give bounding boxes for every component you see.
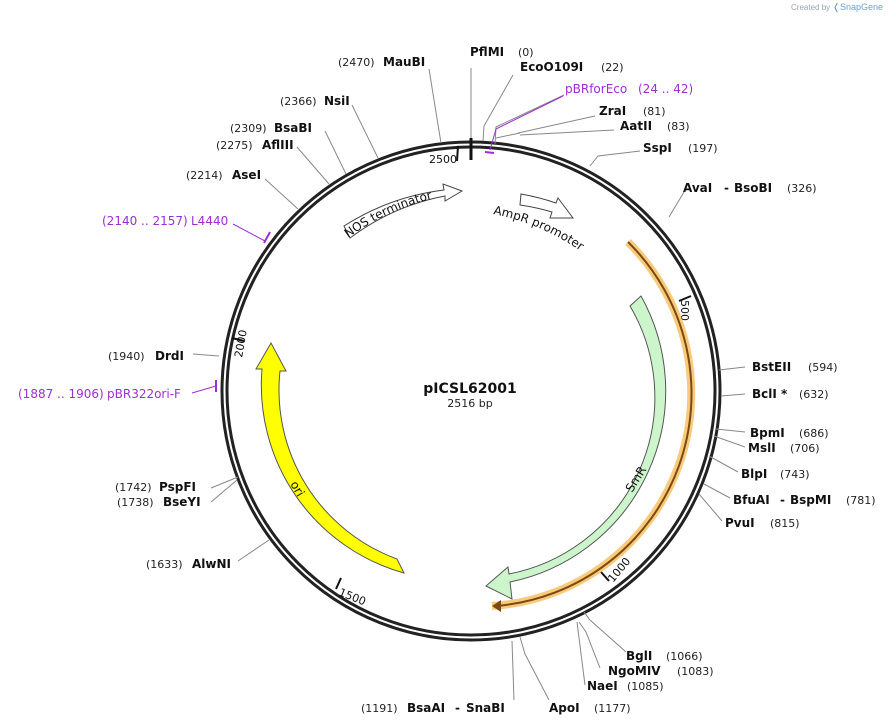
tick-1500 [335,577,342,590]
credit-text: Created by [791,3,831,12]
primer-pbrforeco[interactable]: pBRforEco [565,82,627,96]
enzyme-msli[interactable]: MslI [748,441,776,455]
snapgene-credit: Created by ❬SnapGene [791,2,883,13]
enzyme-bsaai-pos: (1191) [361,702,398,715]
credit-brand: SnapGene [839,2,883,12]
enzyme-bgli[interactable]: BglI [626,649,652,663]
primer-l4440-range: (2140 .. 2157) [102,214,188,228]
enzyme-afliii-pos: (2275) [216,139,253,152]
enzyme-bspmi[interactable]: BspMI [790,493,831,507]
enzyme-alwni[interactable]: AlwNI [192,557,231,571]
primer-l4440[interactable]: L4440 [191,214,228,228]
enzyme-pflmi[interactable]: PflMI [470,45,504,59]
enzyme-pflmi-pos: (0) [518,46,534,59]
enzyme-apoi[interactable]: ApoI [549,701,580,715]
enzyme-bfuai-pos: (781) [846,494,876,507]
enzyme-asei[interactable]: AseI [232,168,261,182]
feature-nos-terminator[interactable] [343,183,464,239]
enzyme-blpi-pos: (743) [780,468,810,481]
enzyme-ecoo109i[interactable]: EcoO109I [520,60,583,74]
enzyme-snabi[interactable]: SnaBI [466,701,505,715]
enzyme-nsii-pos: (2366) [280,95,317,108]
enzyme-avai-sep: - [724,181,729,195]
tick-500 [678,295,692,302]
enzyme-leaders [192,68,746,701]
enzyme-naei[interactable]: NaeI [587,679,618,693]
enzyme-bfuai-sep: - [780,493,785,507]
enzyme-bsobi[interactable]: BsoBI [734,181,772,195]
tick-label-2000: 2000 [232,329,250,359]
enzyme-pspfi-pos: (1742) [115,481,152,494]
enzyme-avai-pos: (326) [787,182,817,195]
enzyme-maubi[interactable]: MauBI [383,55,425,69]
enzyme-bcli-pos: (632) [799,388,829,401]
tick-label-2500: 2500 [429,153,457,166]
enzyme-bcli[interactable]: BclI * [752,387,788,401]
tick-2500 [456,145,459,162]
feature-nos-label: NOS terminator [342,188,434,240]
enzyme-avai[interactable]: AvaI [683,181,712,195]
enzyme-bsteii-pos: (594) [808,361,838,374]
feature-ori-label: ori [287,479,307,500]
enzyme-maubi-pos: (2470) [338,56,375,69]
enzyme-bsteii[interactable]: BstEII [752,360,791,374]
plasmid-length: 2516 bp [447,397,492,410]
enzyme-msli-pos: (706) [790,442,820,455]
enzyme-sspi[interactable]: SspI [643,141,672,155]
enzyme-bseyi[interactable]: BseYI [163,495,201,509]
enzyme-sspi-pos: (197) [688,142,718,155]
enzyme-bpmi[interactable]: BpmI [750,426,785,440]
enzyme-afliii[interactable]: AflIII [262,138,294,152]
enzyme-ngomiv[interactable]: NgoMIV [608,664,661,678]
enzyme-ecoo109i-pos: (22) [601,61,624,74]
enzyme-pvui-pos: (815) [770,517,800,530]
feature-ampr-promoter[interactable] [519,193,574,219]
orf-arrowhead [492,600,501,612]
tick-label-500: 500 [678,300,691,321]
feature-smr[interactable] [485,295,667,600]
plasmid-name: pICSL62001 [423,381,516,397]
enzyme-bfuai[interactable]: BfuAI [733,493,770,507]
primer-leaders [191,95,564,394]
enzyme-bsabi-pos: (2309) [230,122,267,135]
tick-2000 [231,337,245,342]
enzyme-naei-pos: (1085) [627,680,664,693]
primer-pbr322ori[interactable]: pBR322ori-F [107,387,181,401]
snapgene-logo: ❬ [832,2,840,12]
enzyme-zrai[interactable]: ZraI [599,104,626,118]
enzyme-bsabi[interactable]: BsaBI [274,121,312,135]
enzyme-bsaai-sep: - [455,701,460,715]
enzyme-pvui[interactable]: PvuI [725,516,755,530]
enzyme-aatii[interactable]: AatII [620,119,652,133]
enzyme-bseyi-pos: (1738) [117,496,154,509]
feature-ori[interactable] [255,341,405,574]
enzyme-alwni-pos: (1633) [146,558,183,571]
enzyme-blpi[interactable]: BlpI [741,467,767,481]
enzyme-bgli-pos: (1066) [666,650,703,663]
primer-pbr322ori-range: (1887 .. 1906) [18,387,104,401]
enzyme-ngomiv-pos: (1083) [677,665,714,678]
enzyme-zrai-pos: (81) [643,105,666,118]
enzyme-nsii[interactable]: NsiI [324,94,350,108]
enzyme-aatii-pos: (83) [667,120,690,133]
tick-1000 [600,571,610,582]
enzyme-drdi[interactable]: DrdI [155,349,184,363]
enzyme-apoi-pos: (1177) [594,702,631,715]
orf-line [495,241,693,607]
tick-marks [231,145,692,590]
enzyme-pspfi[interactable]: PspFI [159,480,196,494]
enzyme-bpmi-pos: (686) [799,427,829,440]
primer-pbrforeco-range: (24 .. 42) [638,82,693,96]
enzyme-drdi-pos: (1940) [108,350,145,363]
feature-ampr-label: AmpR promoter [492,203,586,253]
enzyme-asei-pos: (2214) [186,169,223,182]
enzyme-bsaai[interactable]: BsaAI [407,701,445,715]
